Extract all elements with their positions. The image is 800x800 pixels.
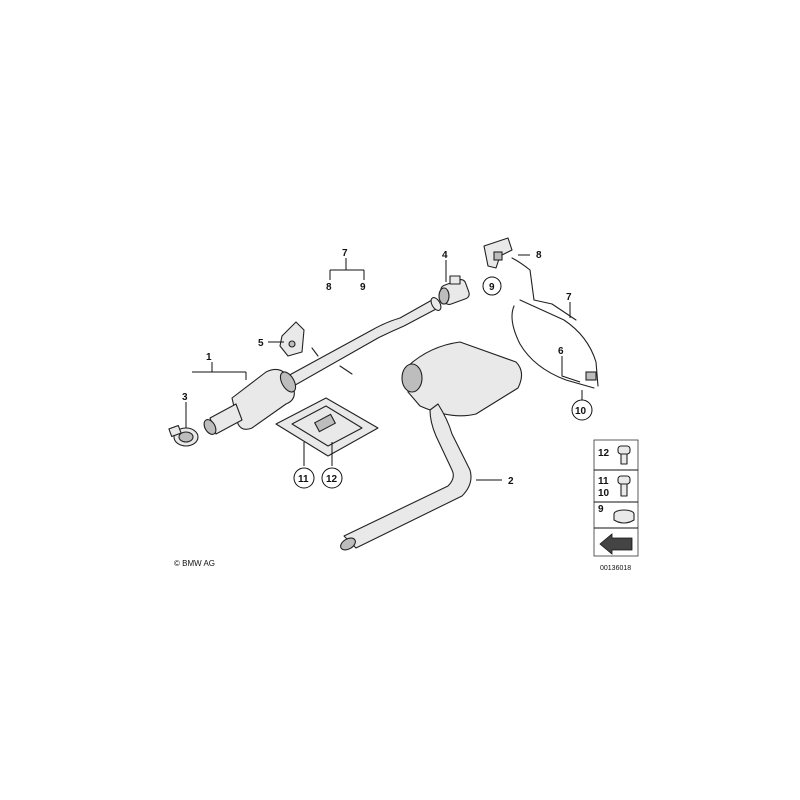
callout-10-circle: [571, 399, 593, 421]
callout-8-left[interactable]: 8: [326, 282, 332, 293]
callout-12-circle: [321, 467, 343, 489]
callout-5[interactable]: 5: [258, 338, 264, 349]
callouts: 1 3 2 4 5 7 8 9 8 7 6 9 10 11 12: [182, 248, 593, 489]
pipe-clamp-rear[interactable]: [438, 275, 471, 306]
callout-9-circle: [482, 276, 502, 296]
callout-12[interactable]: 12: [326, 474, 338, 485]
bolt-icon: [617, 445, 631, 465]
screw-icon: [617, 475, 631, 497]
callout-9-right[interactable]: 9: [489, 282, 495, 293]
document-number: 00136018: [600, 565, 631, 572]
arrow-icon: [599, 533, 633, 555]
callout-8-right[interactable]: 8: [536, 250, 542, 261]
small-part-11-label[interactable]: 11: [598, 476, 609, 487]
callout-3[interactable]: 3: [182, 392, 188, 403]
front-pipe-catalytic-converter[interactable]: [202, 296, 443, 436]
callout-7-right[interactable]: 7: [566, 292, 572, 303]
callout-2[interactable]: 2: [508, 476, 514, 487]
callout-11[interactable]: 11: [298, 474, 309, 485]
rear-silencer[interactable]: [339, 341, 523, 552]
callout-10[interactable]: 10: [575, 406, 587, 417]
small-part-10-label[interactable]: 10: [598, 488, 610, 499]
small-parts-frame: [593, 439, 639, 557]
heat-shield-plate[interactable]: [275, 397, 379, 457]
hanger-bracket-top[interactable]: [483, 237, 535, 301]
strap-bracket[interactable]: [511, 299, 599, 389]
pipe-clamp-front[interactable]: [168, 424, 199, 447]
callout-9-left[interactable]: 9: [360, 282, 366, 293]
leader-lines: [185, 254, 583, 481]
small-part-9-label[interactable]: 9: [598, 504, 604, 515]
copyright-notice: © BMW AG: [174, 559, 215, 568]
small-part-12-label[interactable]: 12: [598, 448, 610, 459]
callout-4[interactable]: 4: [442, 250, 448, 261]
small-parts-box: 12 11 10 9: [593, 439, 639, 557]
callout-6[interactable]: 6: [558, 346, 564, 357]
grommet-icon: [613, 509, 635, 524]
callout-11-circle: [293, 467, 315, 489]
callout-7-top[interactable]: 7: [342, 248, 348, 259]
rubber-mount-bracket[interactable]: [279, 321, 353, 375]
callout-1[interactable]: 1: [206, 352, 212, 363]
